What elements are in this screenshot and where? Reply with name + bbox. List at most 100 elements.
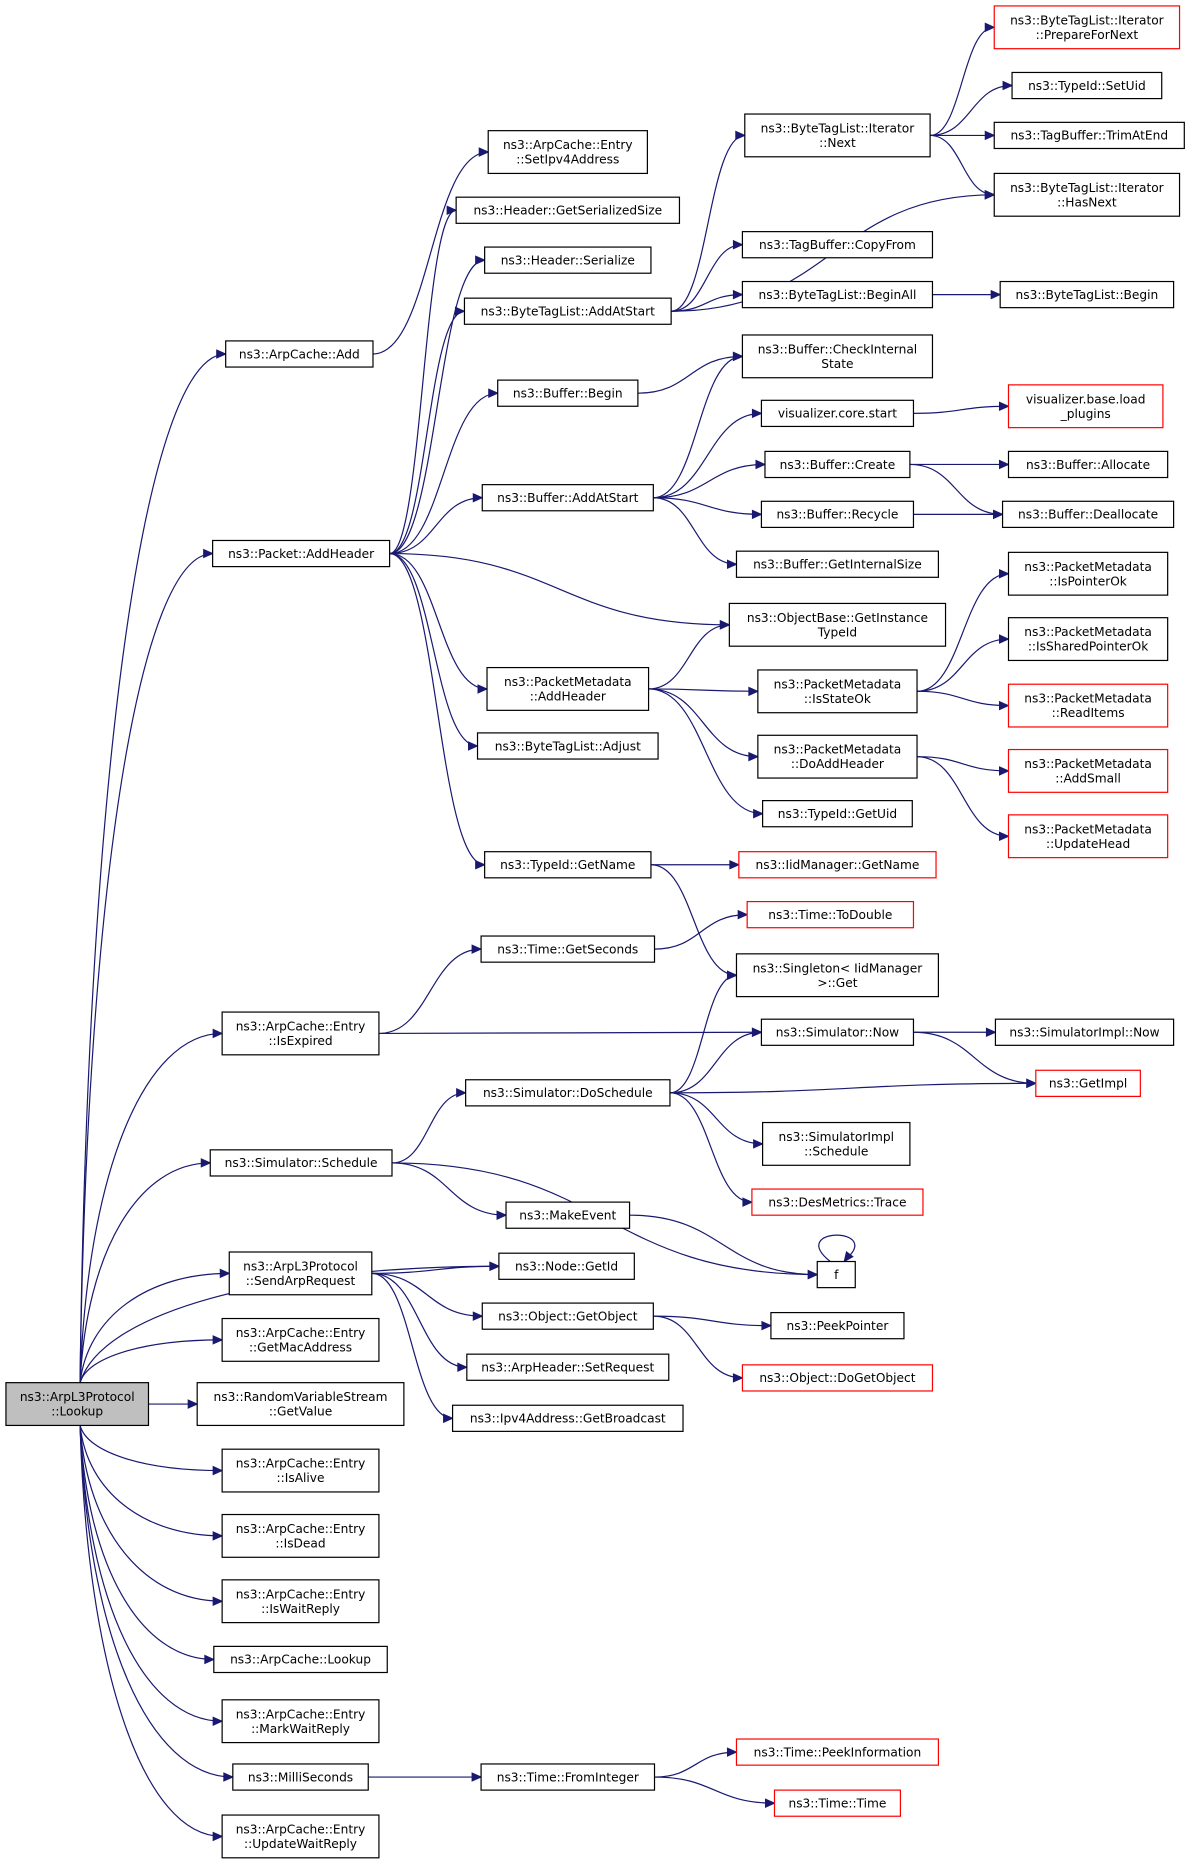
node-tagbuffer-trimatend[interactable]: ns3::TagBuffer::TrimAtEnd (993, 121, 1185, 150)
edge-sendarprequest-to-object_getobject (371, 1272, 483, 1317)
node-pm-doaddheader[interactable]: ns3::PacketMetadata::DoAddHeader (757, 734, 918, 779)
node-peekpointer[interactable]: ns3::PeekPointer (770, 1311, 905, 1340)
node-box (1007, 551, 1169, 596)
node-pm-readitems[interactable]: ns3::PacketMetadata::ReadItems (1007, 683, 1169, 728)
node-markwaitreply[interactable]: ns3::ArpCache::Entry::MarkWaitReply (221, 1699, 380, 1744)
node-node-getid[interactable]: ns3::Node::GetId (498, 1252, 635, 1280)
node-pm-addheader[interactable]: ns3::PacketMetadata::AddHeader (486, 666, 650, 711)
edge-arrowhead (843, 1251, 854, 1263)
node-label: ns3::Buffer::Deallocate (1018, 508, 1158, 522)
node-box (999, 280, 1175, 309)
node-box (451, 1404, 684, 1432)
node-label: ns3::SimulatorImpl (779, 1130, 894, 1144)
node-buffer-deallocate[interactable]: ns3::Buffer::Deallocate (1001, 500, 1175, 529)
node-doschedule[interactable]: ns3::Simulator::DoSchedule (465, 1079, 671, 1107)
node-buffer-allocate[interactable]: ns3::Buffer::Allocate (1007, 450, 1169, 479)
node-simulator-now[interactable]: ns3::Simulator::Now (760, 1018, 915, 1046)
node-isalive[interactable]: ns3::ArpCache::Entry::IsAlive (221, 1448, 380, 1493)
edge-arrowhead (475, 255, 486, 265)
node-label: ns3::PacketMetadata (1024, 625, 1152, 639)
edge-arrowhead (729, 859, 741, 870)
node-schedule[interactable]: ns3::Simulator::Schedule (209, 1149, 393, 1177)
node-buffer-addatstart[interactable]: ns3::Buffer::AddAtStart (481, 484, 654, 512)
node-sendarprequest[interactable]: ns3::ArpL3Protocol::SendArpRequest (228, 1251, 373, 1296)
node-box (480, 1763, 656, 1791)
node-btl-it-next[interactable]: ns3::ByteTagList::Iterator::Next (744, 113, 931, 158)
edge-sendarprequest-to-ipv4_getbroadcast (371, 1272, 453, 1419)
node-header-serialize[interactable]: ns3::Header::Serialize (484, 246, 652, 274)
node-milliseconds[interactable]: ns3::MilliSeconds (232, 1763, 369, 1791)
node-makeevent[interactable]: ns3::MakeEvent (505, 1201, 631, 1229)
node-box (196, 1382, 405, 1427)
edge-arrowhead (748, 751, 760, 762)
node-singleton-get[interactable]: ns3::Singleton< IidManager >::Get (735, 953, 940, 998)
edge-packet_addheader-to-header_serialize (389, 259, 485, 555)
node-time-time[interactable]: ns3::Time::Time (773, 1789, 901, 1817)
node-setipv4address[interactable]: ns3::ArpCache::Entry::SetIpv4Address (487, 130, 648, 175)
edge-f-to-f (818, 1234, 856, 1262)
edge-arrowhead (735, 130, 747, 141)
node-desmetrics-trace[interactable]: ns3::DesMetrics::Trace (751, 1188, 924, 1216)
node-buffer-recycle[interactable]: ns3::Buffer::Recycle (760, 500, 915, 529)
node-viz-base-load-plugins[interactable]: visualizer.base.load_plugins (1007, 384, 1164, 429)
node-object-dogetobject[interactable]: ns3::Object::DoGetObject (741, 1364, 934, 1392)
node-arpheader-setrequest[interactable]: ns3::ArpHeader::SetRequest (466, 1353, 670, 1381)
node-packet-addheader[interactable]: ns3::Packet::AddHeader (212, 539, 391, 568)
edge-pm_addheader-to-pm_isstateok (648, 688, 758, 692)
node-updatewaitreply[interactable]: ns3::ArpCache::Entry::UpdateWaitReply (221, 1814, 380, 1859)
node-typeid-getname[interactable]: ns3::TypeId::GetName (484, 851, 652, 879)
node-buffer-getinternalsize[interactable]: ns3::Buffer::GetInternalSize (735, 550, 940, 578)
node-f[interactable]: f (816, 1260, 856, 1289)
node-btl-it-preparefornext[interactable]: ns3::ByteTagList::Iterator::PrepareForNe… (993, 5, 1181, 50)
node-simimpl-now[interactable]: ns3::SimulatorImpl::Now (994, 1018, 1175, 1046)
node-buffer-create[interactable]: ns3::Buffer::Create (764, 450, 911, 479)
node-label: ns3::GetImpl (1049, 1077, 1127, 1091)
edge-arrowhead (212, 1596, 224, 1607)
node-pm-issharedpointerok[interactable]: ns3::PacketMetadata::IsSharedPointerOk (1007, 617, 1169, 662)
edge-arrowhead (993, 509, 1004, 520)
node-buffer-begin[interactable]: ns3::Buffer::Begin (497, 379, 639, 407)
node-btl-begin[interactable]: ns3::ByteTagList::Begin (999, 280, 1175, 309)
edge-packet_addheader-to-buffer_addatstart (389, 497, 483, 555)
node-pm-ispointerok[interactable]: ns3::PacketMetadata::IsPointerOk (1007, 551, 1169, 596)
node-rvs-getvalue[interactable]: ns3::RandomVariableStream::GetValue (196, 1382, 405, 1427)
node-pm-updatehead[interactable]: ns3::PacketMetadata::UpdateHead (1007, 814, 1169, 859)
node-iswaitreply[interactable]: ns3::ArpCache::Entry::IsWaitReply (221, 1579, 380, 1624)
node-isexpired[interactable]: ns3::ArpCache::Entry::IsExpired (221, 1011, 380, 1056)
node-getserializedsize[interactable]: ns3::Header::GetSerializedSize (455, 196, 681, 224)
node-arpcache-lookup[interactable]: ns3::ArpCache::Lookup (213, 1645, 388, 1674)
node-box (221, 1448, 380, 1493)
node-label: ::GetMacAddress (249, 1340, 352, 1354)
node-tagbuffer-copyfrom[interactable]: ns3::TagBuffer::CopyFrom (741, 231, 934, 259)
node-time-todouble[interactable]: ns3::Time::ToDouble (746, 900, 915, 929)
node-getmacaddress[interactable]: ns3::ArpCache::Entry::GetMacAddress (221, 1317, 380, 1362)
node-box (764, 450, 911, 479)
edge-arrowhead (998, 568, 1010, 579)
node-pm-isstateok[interactable]: ns3::PacketMetadata::IsStateOk (757, 669, 918, 714)
node-time-getseconds[interactable]: ns3::Time::GetSeconds (480, 935, 656, 963)
node-lookup[interactable]: ns3::ArpL3Protocol::Lookup (5, 1382, 150, 1427)
node-box (741, 1364, 934, 1392)
node-time-frominteger[interactable]: ns3::Time::FromInteger (480, 1763, 656, 1791)
node-iidmanager-getname[interactable]: ns3::IidManager::GetName (738, 851, 937, 879)
edge-viz_core_start-to-viz_base_load_plugins (913, 405, 1009, 414)
node-simimpl-schedule[interactable]: ns3::SimulatorImpl::Schedule (762, 1121, 911, 1166)
node-object-getobject[interactable]: ns3::Object::GetObject (481, 1302, 654, 1330)
node-typeid-setuid[interactable]: ns3::TypeId::SetUid (1011, 71, 1163, 100)
node-btl-beginall[interactable]: ns3::ByteTagList::BeginAll (741, 280, 934, 309)
node-label: ns3::Simulator::DoSchedule (483, 1086, 653, 1100)
node-add[interactable]: ns3::ArpCache::Add (225, 340, 374, 368)
node-viz-core-start[interactable]: visualizer.core.start (760, 399, 915, 428)
node-btl-adjust[interactable]: ns3::ByteTagList::Adjust (476, 732, 659, 760)
node-pm-addsmall[interactable]: ns3::PacketMetadata::AddSmall (1007, 748, 1169, 793)
node-isdead[interactable]: ns3::ArpCache::Entry::IsDead (221, 1513, 380, 1558)
node-btl-it-hasnext[interactable]: ns3::ByteTagList::Iterator::HasNext (993, 172, 1181, 217)
node-time-peekinformation[interactable]: ns3::Time::PeekInformation (735, 1738, 940, 1766)
node-ipv4-getbroadcast[interactable]: ns3::Ipv4Address::GetBroadcast (451, 1404, 684, 1432)
node-getimpl[interactable]: ns3::GetImpl (1035, 1069, 1141, 1097)
node-box (757, 669, 918, 714)
node-btl-addatstart[interactable]: ns3::ByteTagList::AddAtStart (463, 297, 672, 325)
node-typeid-getuid[interactable]: ns3::TypeId::GetUid (762, 800, 913, 828)
